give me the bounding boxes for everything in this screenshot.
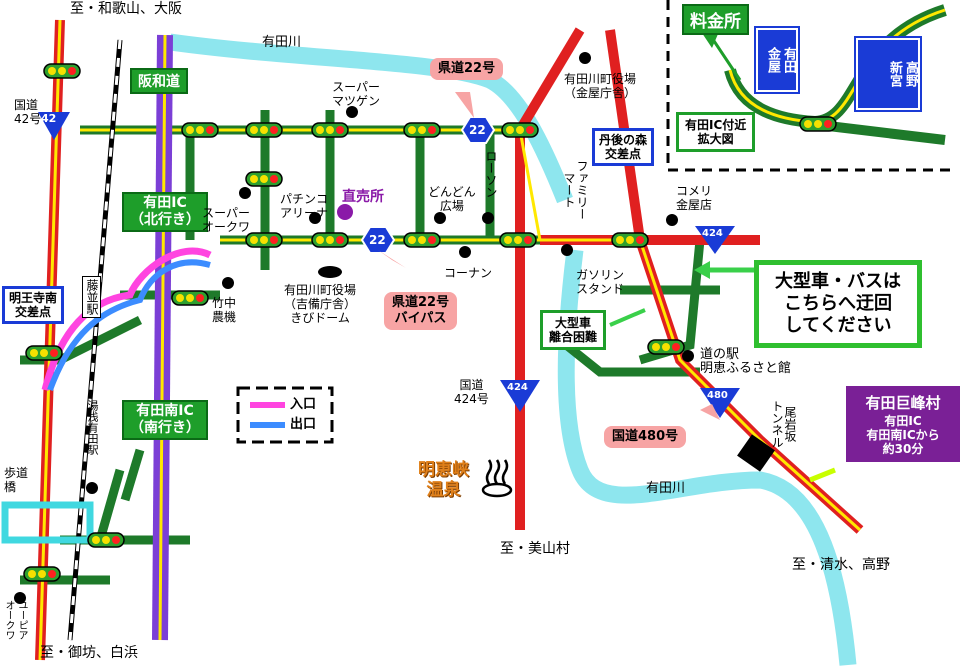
arida-ic-south-badge: 有田南IC （南行き） bbox=[122, 400, 208, 440]
legend-entrance: 入口 bbox=[290, 397, 317, 412]
takenaka-noki: 竹中 農機 bbox=[212, 296, 237, 324]
pref22-callout: 県道22号 bbox=[430, 58, 504, 80]
kyohomura-arrow bbox=[809, 467, 836, 483]
myoojiminami-intersection: 明王寺南 交差点 bbox=[2, 286, 65, 324]
route-42-shield bbox=[38, 112, 70, 140]
dondon-hiroba: どんどん 広場 bbox=[428, 185, 476, 213]
town-office-kibi: 有田川町役場 （吉備庁舎） きびドーム bbox=[284, 283, 357, 325]
pachinko-arena: パチンコ アリーナ bbox=[280, 192, 329, 220]
roadside-station: 道の駅 明恵ふるさと館 bbox=[700, 347, 792, 376]
sign-arida-kanaya: 有田 金屋 bbox=[754, 26, 800, 94]
arida-kyohomura-box: 有田巨峰村 有田IC 有田南ICから 約30分 bbox=[846, 386, 960, 462]
pref-22-shield-north bbox=[460, 116, 496, 144]
route424-label: 国道 424号 bbox=[454, 378, 489, 406]
route-424-shield-south bbox=[500, 380, 540, 412]
hanwa-badge: 阪和道 bbox=[130, 68, 188, 94]
arida-ic-north-badge: 有田IC （北行き） bbox=[122, 192, 208, 232]
gas-station: ガソリン スタンド bbox=[576, 268, 625, 296]
super-okuwa: スーパー オークワ bbox=[202, 206, 251, 234]
shield-22-north-text: 22 bbox=[469, 123, 486, 137]
tunnel-shape bbox=[737, 434, 775, 472]
direct-store-dot bbox=[337, 204, 353, 220]
local-roads bbox=[20, 110, 720, 585]
shield-424-south-text: 424 bbox=[507, 382, 528, 393]
kyohomura-note: 有田IC 有田南ICから 約30分 bbox=[866, 414, 940, 456]
super-matsugen: スーパー マツゲン bbox=[332, 80, 381, 108]
dest-south: 至・御坊、白浜 bbox=[40, 645, 138, 661]
fujinami-station: 藤並駅 bbox=[82, 276, 101, 318]
arida-river-upper bbox=[168, 33, 573, 204]
inset-border bbox=[666, 0, 955, 172]
onsen-icon bbox=[481, 459, 513, 498]
oiwazaka-tunnel: 尾岩坂 トンネル bbox=[770, 400, 797, 448]
large-hard-arrow bbox=[609, 308, 646, 327]
kibi-dome-shape bbox=[318, 266, 342, 278]
pref-22-shield-south bbox=[360, 226, 396, 254]
pref22-bypass-callout: 県道22号 バイパス bbox=[384, 292, 458, 330]
lawson: ローソン bbox=[484, 150, 498, 198]
dest-miyama: 至・美山村 bbox=[500, 541, 570, 557]
route-424-shield-east bbox=[695, 226, 735, 254]
landmark-dots bbox=[14, 52, 694, 604]
ic-exit-route bbox=[47, 259, 211, 392]
ic-entrance-route bbox=[41, 247, 212, 391]
myoekyo-onsen: 明恵峡 温泉 bbox=[418, 460, 469, 500]
shield-22-south-text: 22 bbox=[369, 233, 386, 247]
shield-42-text: 42 bbox=[41, 112, 57, 125]
konan: コーナン bbox=[444, 266, 493, 280]
komeri-kanaya: コメリ 金屋店 bbox=[676, 184, 713, 212]
footbridge-label: 歩道 橋 bbox=[4, 466, 29, 494]
utopia-okuwa: ユーピア オークワ bbox=[3, 600, 27, 640]
family-mart: ファミリー マート bbox=[562, 160, 589, 220]
legend-exit: 出口 bbox=[290, 417, 317, 432]
sign-koya-shingu: 高野 新宮 bbox=[854, 36, 922, 112]
yuasa-arida-station: 湯浅有田駅 bbox=[86, 400, 99, 455]
traffic-signals bbox=[23, 63, 837, 582]
town-office-kanaya: 有田川町役場 （金屋庁舎） bbox=[564, 72, 637, 100]
dest-shimizu: 至・清水、高野 bbox=[792, 557, 890, 573]
river-label-top: 有田川 bbox=[262, 35, 302, 50]
shield-424-east-text: 424 bbox=[702, 228, 723, 239]
legend-frame bbox=[236, 386, 334, 444]
dest-north: 至・和歌山、大阪 bbox=[70, 1, 182, 17]
shield-480-text: 480 bbox=[707, 390, 728, 401]
route42-label: 国道 42号 bbox=[14, 98, 42, 126]
tollgate-badge: 料金所 bbox=[682, 4, 749, 35]
tangonomori-intersection: 丹後の森 交差点 bbox=[592, 128, 655, 166]
large-vehicle-detour-notice: 大型車・バスは こちらへ迂回 してください bbox=[754, 260, 922, 348]
enlarged-view-label: 有田IC付近 拡大図 bbox=[676, 112, 756, 152]
route480-callout: 国道480号 bbox=[604, 426, 687, 448]
arida-river-lower bbox=[557, 248, 857, 666]
direct-store-label: 直売所 bbox=[342, 189, 384, 205]
kyohomura-title: 有田巨峰村 bbox=[865, 394, 941, 412]
footbridge-shape bbox=[1, 501, 94, 544]
route-480-shield bbox=[700, 388, 740, 418]
large-vehicle-difficult-notice: 大型車 離合困難 bbox=[540, 310, 607, 350]
river-label-bottom: 有田川 bbox=[646, 481, 686, 496]
